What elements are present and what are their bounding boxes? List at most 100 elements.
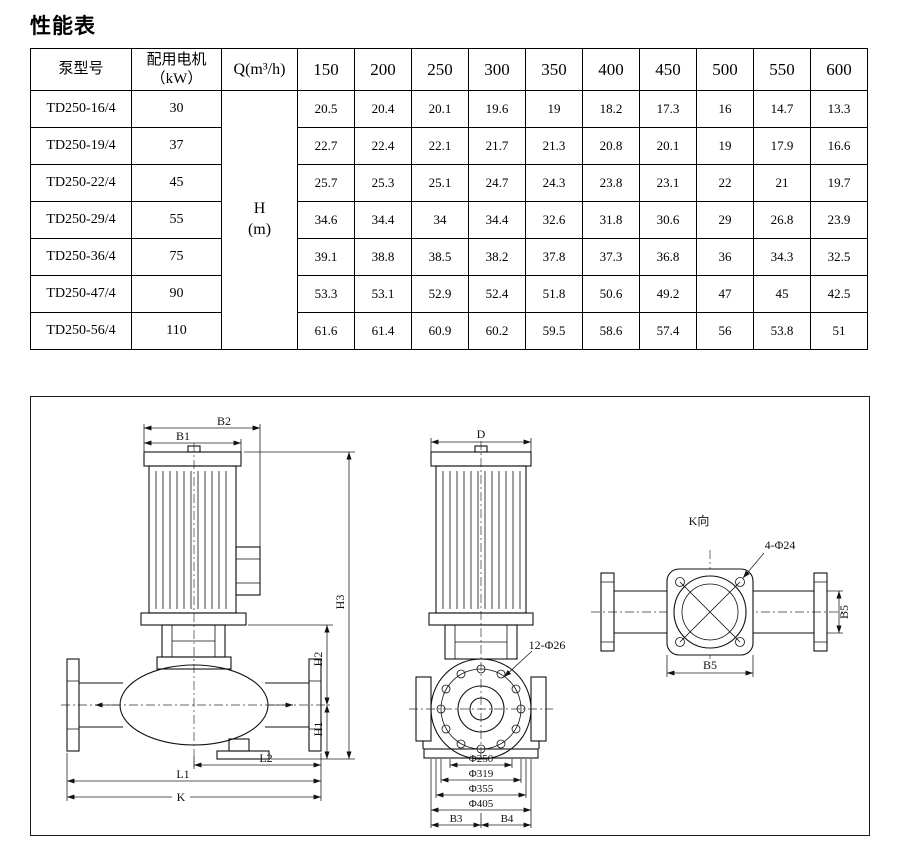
head-value-cell: 22.1 xyxy=(411,127,469,165)
head-value-cell: 23.8 xyxy=(582,164,640,202)
terminal-box xyxy=(235,546,261,596)
head-value-cell: 32.6 xyxy=(525,201,583,239)
volute-casing xyxy=(119,664,269,746)
motor-power-cell: 55 xyxy=(131,201,222,239)
head-value-cell: 26.8 xyxy=(753,201,811,239)
col-header-flow-value: 150 xyxy=(297,48,355,91)
head-value-cell: 20.1 xyxy=(639,127,697,165)
head-value-cell: 19.6 xyxy=(468,90,526,128)
dim-label-b5-vertical: B5 xyxy=(837,605,851,619)
head-value-cell: 17.3 xyxy=(639,90,697,128)
head-value-cell: 49.2 xyxy=(639,275,697,313)
head-value-cell: 29 xyxy=(696,201,754,239)
corner-holes xyxy=(675,577,745,647)
pipe-flange-left xyxy=(600,572,615,652)
motor-power-cell: 45 xyxy=(131,164,222,202)
head-value-cell: 24.7 xyxy=(468,164,526,202)
head-value-cell: 20.1 xyxy=(411,90,469,128)
motor-cap xyxy=(143,451,242,467)
dia-label-250: Φ250 xyxy=(469,753,494,765)
head-value-cell: 61.4 xyxy=(354,312,412,350)
pump-model-cell: TD250-16/4 xyxy=(30,90,132,128)
col-header-flow-value: 600 xyxy=(810,48,868,91)
motor-power-cell: 75 xyxy=(131,238,222,276)
head-value-cell: 36 xyxy=(696,238,754,276)
head-value-cell: 16.6 xyxy=(810,127,868,165)
head-value-cell: 37.8 xyxy=(525,238,583,276)
head-value-cell: 61.6 xyxy=(297,312,355,350)
head-value-cell: 19 xyxy=(696,127,754,165)
dim-label-b5-horizontal: B5 xyxy=(703,658,717,672)
col-header-flow-value: 200 xyxy=(354,48,412,91)
head-value-cell: 32.5 xyxy=(810,238,868,276)
head-value-cell: 51 xyxy=(810,312,868,350)
head-value-cell: 21 xyxy=(753,164,811,202)
pump-top-flange xyxy=(156,656,232,670)
head-value-cell: 34.6 xyxy=(297,201,355,239)
head-value-cell: 60.9 xyxy=(411,312,469,350)
head-value-cell: 52.9 xyxy=(411,275,469,313)
head-value-cell: 52.4 xyxy=(468,275,526,313)
head-value-cell: 38.5 xyxy=(411,238,469,276)
head-unit-cell: H (m) xyxy=(221,90,298,350)
motor-fins xyxy=(155,471,227,609)
dia-label-405: Φ405 xyxy=(469,798,494,810)
head-value-cell: 59.5 xyxy=(525,312,583,350)
col-header-flow: Q(m³/h) xyxy=(221,48,298,91)
head-value-cell: 23.1 xyxy=(639,164,697,202)
pipe-flange-right xyxy=(813,572,828,652)
col-header-pump-model: 泵型号 xyxy=(30,48,132,91)
pump-model-cell: TD250-29/4 xyxy=(30,201,132,239)
dim-label-h3: H3 xyxy=(333,595,347,610)
motor-power-cell: 37 xyxy=(131,127,222,165)
dim-label-b1: B1 xyxy=(176,429,190,443)
head-value-cell: 25.7 xyxy=(297,164,355,202)
head-value-cell: 34 xyxy=(411,201,469,239)
head-value-cell: 47 xyxy=(696,275,754,313)
head-value-cell: 39.1 xyxy=(297,238,355,276)
col-header-flow-value: 250 xyxy=(411,48,469,91)
head-value-cell: 60.2 xyxy=(468,312,526,350)
head-value-cell: 19 xyxy=(525,90,583,128)
head-value-cell: 50.6 xyxy=(582,275,640,313)
col-header-motor-power: 配用电机 （kW） xyxy=(131,48,222,91)
pedestal xyxy=(228,738,250,752)
head-value-cell: 57.4 xyxy=(639,312,697,350)
col-header-flow-value: 400 xyxy=(582,48,640,91)
head-value-cell: 25.1 xyxy=(411,164,469,202)
pump-model-cell: TD250-36/4 xyxy=(30,238,132,276)
top-view: K向 4-Φ24 B5 B5 xyxy=(591,513,851,677)
dimension-drawing-panel: B2 B1 H3 H2 H1 L2 L1 K xyxy=(30,396,870,836)
head-value-cell: 34.3 xyxy=(753,238,811,276)
dim-label-d: D xyxy=(477,427,486,441)
view-label-k: K向 xyxy=(689,513,710,528)
head-value-cell: 30.6 xyxy=(639,201,697,239)
head-value-cell: 45 xyxy=(753,275,811,313)
bolt-callout-label: 12-Φ26 xyxy=(529,638,566,652)
col-header-flow-value: 450 xyxy=(639,48,697,91)
head-value-cell: 18.2 xyxy=(582,90,640,128)
head-value-cell: 34.4 xyxy=(354,201,412,239)
head-value-cell: 20.4 xyxy=(354,90,412,128)
col-header-flow-value: 350 xyxy=(525,48,583,91)
motor-flange xyxy=(140,612,247,626)
head-value-cell: 42.5 xyxy=(810,275,868,313)
dim-label-h1: H1 xyxy=(311,722,325,737)
flange-face-outer xyxy=(430,658,532,760)
head-value-cell: 53.8 xyxy=(753,312,811,350)
hole-callout-label: 4-Φ24 xyxy=(765,538,796,552)
head-value-cell: 14.7 xyxy=(753,90,811,128)
head-value-cell: 19.7 xyxy=(810,164,868,202)
head-value-cell: 22.7 xyxy=(297,127,355,165)
bolt-circle xyxy=(440,668,522,750)
head-value-cell: 20.5 xyxy=(297,90,355,128)
head-value-cell: 22 xyxy=(696,164,754,202)
head-value-cell: 13.3 xyxy=(810,90,868,128)
col-header-flow-value: 500 xyxy=(696,48,754,91)
